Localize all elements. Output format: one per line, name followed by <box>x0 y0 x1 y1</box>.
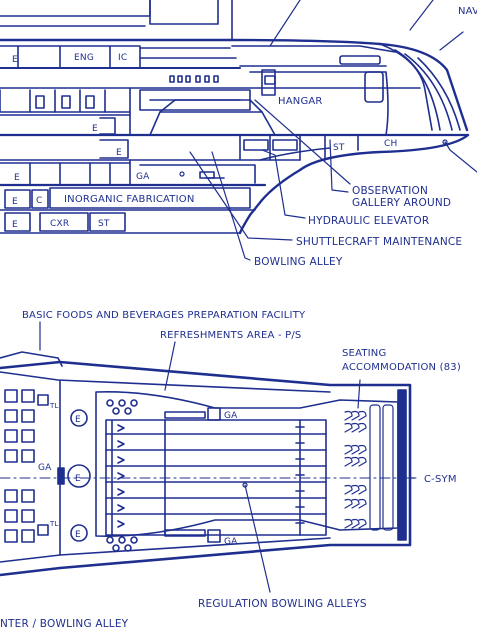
basic-foods-label: BASIC FOODS AND BEVERAGES PREPARATION FA… <box>22 310 306 321</box>
st-left-label: ST <box>98 219 110 229</box>
callout-leaders <box>179 0 477 261</box>
plan-leaders <box>39 321 416 593</box>
ga-bottom-label: GA <box>224 537 238 547</box>
c-box-label: C <box>36 196 42 206</box>
ga-upper-label: GA <box>136 172 150 182</box>
e-marker-4: E <box>14 173 20 183</box>
seating-label-line1: SEATING <box>342 348 386 359</box>
e-marker-5: E <box>12 197 18 207</box>
tl-top-label: TL <box>49 402 59 410</box>
bottom-title-label: NTER / BOWLING ALLEY <box>0 618 129 630</box>
st-right-label: ST <box>333 143 345 153</box>
bowling-plan-outline <box>0 351 421 577</box>
e-marker-6: E <box>12 220 18 230</box>
ch-label: CH <box>384 139 397 149</box>
eng-label: ENG <box>74 53 94 63</box>
e-marker-1: E <box>12 55 18 65</box>
gallery-around-callout: GALLERY AROUND <box>352 197 451 209</box>
nav-label: NAV <box>458 6 477 17</box>
inorganic-fabrication-label: INORGANIC FABRICATION <box>64 194 195 205</box>
ga-top-label: GA <box>224 411 238 421</box>
regulation-bowling-alleys-label: REGULATION BOWLING ALLEYS <box>198 598 367 610</box>
e-marker-2: E <box>92 124 98 134</box>
hull-cross-section <box>0 0 470 235</box>
shuttlecraft-maintenance-callout: SHUTTLECRAFT MAINTENANCE <box>296 236 462 248</box>
seating-label-line2: ACCOMMODATION (83) <box>342 362 461 373</box>
hydraulic-elevator-callout: HYDRAULIC ELEVATOR <box>308 215 429 227</box>
cxr-label: CXR <box>50 219 69 229</box>
bowling-alley-callout: BOWLING ALLEY <box>254 256 343 268</box>
tl-bottom-label: TL <box>49 520 59 528</box>
ga-left-label: GA <box>38 463 52 473</box>
refreshments-label: REFRESHMENTS AREA - P/S <box>160 330 301 341</box>
ic-label: IC <box>118 53 127 63</box>
e-middle-label: E <box>75 474 81 484</box>
hangar-label: HANGAR <box>278 96 323 107</box>
e-top-label: E <box>75 415 81 425</box>
centerline-label: C-SYM <box>424 474 457 485</box>
e-marker-3: E <box>116 148 122 158</box>
observation-callout: OBSERVATION <box>352 185 428 197</box>
e-bottom-label: E <box>75 530 81 540</box>
